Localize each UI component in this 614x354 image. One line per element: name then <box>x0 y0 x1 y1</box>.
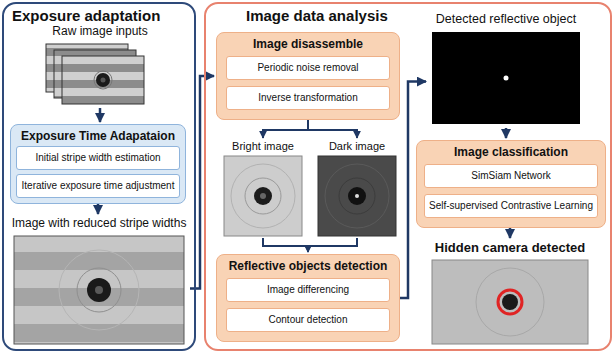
image-panel: Hidden camera detected <box>420 240 600 348</box>
camera-lens <box>87 278 111 302</box>
flow-arrow <box>263 238 308 252</box>
image-panel: Detected reflective object <box>428 12 584 128</box>
step-box: Iterative exposure time adjustment <box>16 174 180 198</box>
flow-arrow <box>308 120 357 138</box>
image-caption: Raw image inputs <box>52 24 147 38</box>
image-frame <box>14 236 184 344</box>
step-label: Inverse transformation <box>258 92 358 104</box>
camera-lens <box>96 73 110 87</box>
lens-ring <box>77 268 121 312</box>
step-box: Initial stripe width estimation <box>16 146 180 170</box>
lens-center <box>260 193 266 199</box>
image-caption: Dark image <box>329 140 385 153</box>
panel-title: Exposure adaptation <box>4 4 160 25</box>
panel: Image data analysisImage disassemblePeri… <box>204 2 612 351</box>
step-box: Image differencing <box>226 278 390 302</box>
step-label: Image differencing <box>267 284 349 296</box>
group-title: Exposure Time Adapataion <box>21 129 175 143</box>
image-frame <box>224 156 302 236</box>
step-label: Periodic noise removal <box>257 62 358 74</box>
detected-camera-image <box>432 260 588 344</box>
reduced-stripe-image <box>14 236 184 344</box>
image-frame <box>318 156 396 236</box>
bright-image <box>224 156 302 236</box>
lens-center <box>95 286 103 294</box>
lens-ring <box>476 268 544 336</box>
image-caption: Hidden camera detected <box>435 240 585 256</box>
lens-center <box>101 78 106 83</box>
camera-lens <box>502 294 518 310</box>
step-label: Iterative exposure time adjustment <box>22 180 175 192</box>
lens-ring <box>325 164 389 228</box>
panel-title: Image data analysis <box>206 4 388 25</box>
lens-ring <box>94 71 112 89</box>
step-label: SimSiam Network <box>471 170 550 182</box>
step-label: Self-supervised Contrastive Learning <box>429 200 593 212</box>
panel: Exposure adaptationRaw image inputsExpos… <box>2 2 196 351</box>
raw-frame <box>62 56 144 104</box>
lens-ring <box>339 178 375 214</box>
image-panel: Image with reduced stripe widths <box>8 216 190 348</box>
flow-arrow <box>505 128 508 138</box>
camera-lens <box>348 187 366 205</box>
camera-lens <box>254 187 272 205</box>
group-title: Image disassemble <box>253 37 363 51</box>
flow-arrow <box>190 76 214 289</box>
lens-glint <box>355 194 359 198</box>
process-group: Reflective objects detectionImage differ… <box>216 254 400 342</box>
mask-frame <box>432 32 580 124</box>
raw-image-stack <box>46 44 144 104</box>
image-panel: Raw image inputs <box>40 24 160 108</box>
detection-mask <box>432 32 580 124</box>
step-label: Contour detection <box>269 314 348 326</box>
image-frame <box>432 260 588 344</box>
step-box: Periodic noise removal <box>226 56 390 80</box>
process-group: Image disassemblePeriodic noise removalI… <box>216 32 400 120</box>
step-box: Contour detection <box>226 308 390 332</box>
detection-ring <box>498 290 522 314</box>
flow-arrow <box>509 228 512 238</box>
dark-image <box>318 156 396 236</box>
image-panel: Bright image <box>220 140 306 238</box>
image-panel: Dark image <box>314 140 400 238</box>
flow-arrow <box>97 204 100 214</box>
process-group: Image classificationSimSiam NetworkSelf-… <box>416 140 606 228</box>
step-box: Self-supervised Contrastive Learning <box>424 194 598 218</box>
flow-arrow <box>263 120 308 138</box>
group-title: Image classification <box>454 145 568 159</box>
lens-ring <box>245 178 281 214</box>
lens-ring <box>59 250 139 330</box>
reflective-dot <box>504 76 509 81</box>
flow-arrow <box>308 238 357 252</box>
step-label: Initial stripe width estimation <box>35 152 160 164</box>
step-box: SimSiam Network <box>424 164 598 188</box>
lens-ring <box>231 164 295 228</box>
image-caption: Detected reflective object <box>436 12 576 27</box>
step-box: Inverse transformation <box>226 86 390 110</box>
flow-arrow <box>99 108 102 122</box>
image-caption: Bright image <box>232 140 294 153</box>
process-group: Exposure Time AdapataionInitial stripe w… <box>10 124 186 204</box>
group-title: Reflective objects detection <box>229 259 388 273</box>
image-caption: Image with reduced stripe widths <box>12 216 187 230</box>
